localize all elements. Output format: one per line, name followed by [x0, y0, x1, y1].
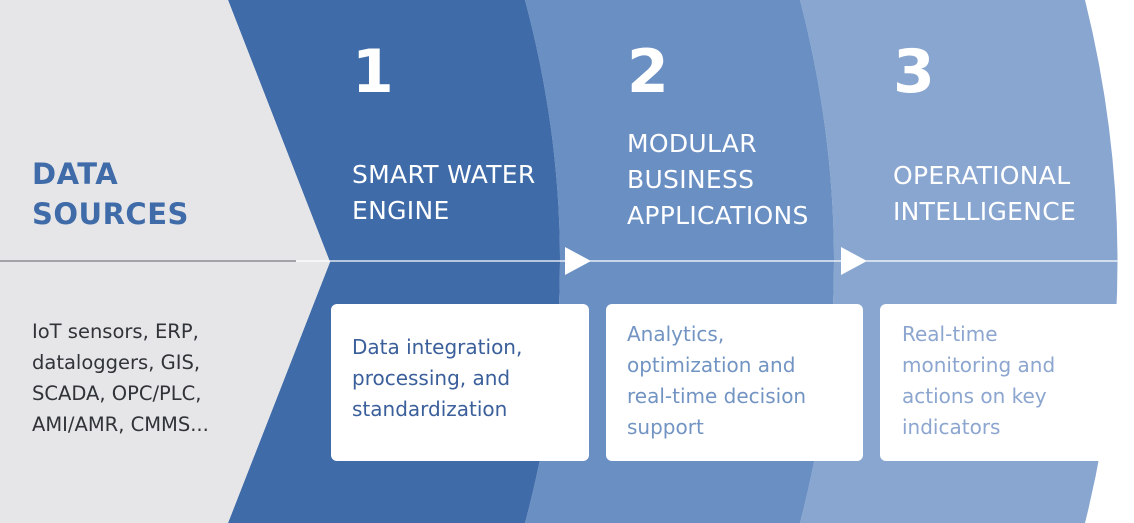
stage-title-line: BUSINESS [627, 165, 755, 194]
stage-title-line: ENGINE [352, 196, 450, 225]
description-line: Data integration, [352, 335, 523, 359]
stage-3-title: OPERATIONAL INTELLIGENCE [893, 158, 1076, 230]
data-sources-line: AMI/AMR, CMMS... [32, 413, 209, 436]
stage-3-description: Real-time monitoring and actions on key … [902, 319, 1130, 443]
description-line: optimization and [627, 353, 796, 377]
flow-arrow-icon [841, 247, 867, 275]
stage-1-card: Data integration, processing, and standa… [331, 304, 589, 461]
stage-title-line: OPERATIONAL [893, 161, 1071, 190]
data-sources-line: dataloggers, GIS, [32, 351, 201, 374]
stage-title-line: MODULAR [627, 129, 757, 158]
stage-2-description: Analytics, optimization and real-time de… [627, 319, 863, 443]
stage-2-card: Analytics, optimization and real-time de… [606, 304, 863, 461]
description-line: real-time decision [627, 384, 807, 408]
data-sources-line: SCADA, OPC/PLC, [32, 382, 202, 405]
stage-title-line: APPLICATIONS [627, 201, 809, 230]
data-sources-title-line: SOURCES [32, 197, 189, 231]
stage-2-number: 2 [627, 37, 669, 107]
description-line: actions on key [902, 384, 1047, 408]
data-sources-title-line: DATA [32, 157, 119, 191]
description-line: Analytics, [627, 322, 725, 346]
description-line: processing, and [352, 366, 511, 390]
description-line: standardization [352, 397, 508, 421]
stage-title-line: SMART WATER [352, 160, 536, 189]
stage-1-description: Data integration, processing, and standa… [352, 332, 589, 425]
stage-3-number: 3 [893, 37, 935, 107]
data-sources-list: IoT sensors, ERP, dataloggers, GIS, SCAD… [32, 316, 209, 440]
stage-title-line: INTELLIGENCE [893, 197, 1077, 226]
stage-1-title: SMART WATER ENGINE [352, 157, 536, 229]
stage-2-title: MODULAR BUSINESS APPLICATIONS [627, 126, 809, 234]
data-sources-title: DATA SOURCES [32, 154, 189, 234]
data-sources-line: IoT sensors, ERP, [32, 320, 199, 343]
stage-1-number: 1 [352, 37, 394, 107]
stage-3-card: Real-time monitoring and actions on key … [880, 304, 1130, 461]
description-line: monitoring and [902, 353, 1056, 377]
description-line: Real-time [902, 322, 998, 346]
description-line: indicators [902, 415, 1001, 439]
flow-arrow-icon [565, 247, 591, 275]
description-line: support [627, 415, 704, 439]
